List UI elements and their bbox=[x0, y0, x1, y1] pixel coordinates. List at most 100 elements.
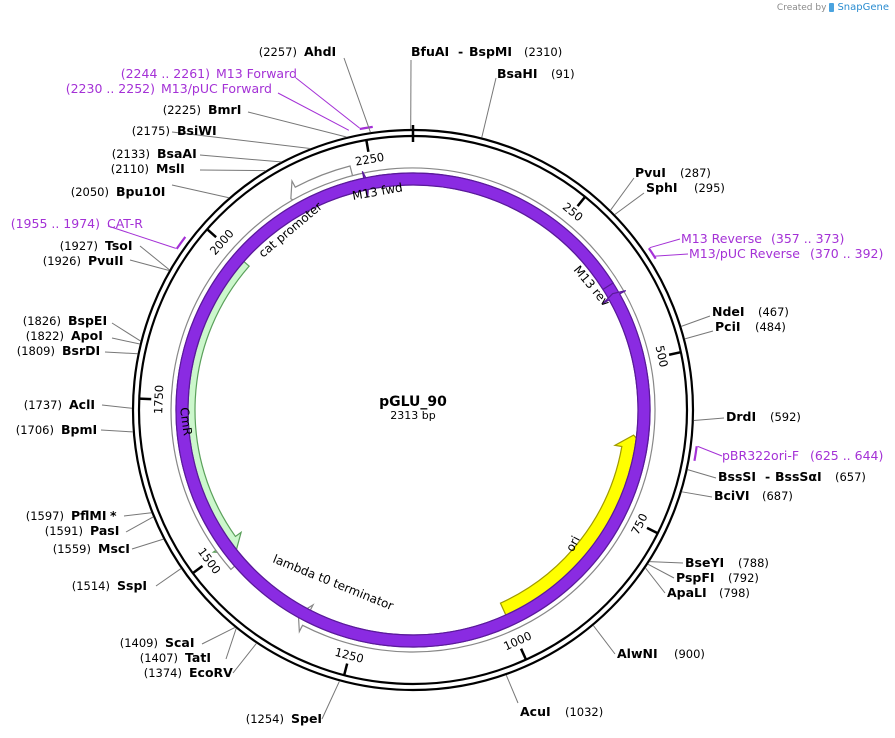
tick-label: 1250 bbox=[333, 645, 365, 666]
primer-label-m13-forward: (2244 .. 2261) M13 Forward bbox=[121, 66, 297, 81]
site-label-bpu10i: (2050) Bpu10I bbox=[71, 184, 166, 199]
svg-text:(2050): (2050) bbox=[71, 185, 109, 199]
svg-text:PspFI: PspFI bbox=[676, 570, 715, 585]
svg-text:BsrDI: BsrDI bbox=[62, 343, 100, 358]
primer-label-m13-puc-reverse: M13/pUC Reverse (370 .. 392) bbox=[689, 246, 883, 261]
leader-line bbox=[684, 330, 714, 340]
leader-line bbox=[232, 643, 257, 674]
svg-text:(2110): (2110) bbox=[111, 162, 149, 176]
svg-text:(788): (788) bbox=[738, 556, 769, 570]
brand-name: SnapGene bbox=[837, 2, 889, 13]
site-label-pspfi: PspFI (792) bbox=[676, 570, 759, 585]
tick-mark bbox=[646, 526, 659, 535]
site-label-spei: (1254) SpeI bbox=[246, 711, 322, 726]
svg-text:(1822): (1822) bbox=[26, 329, 64, 343]
site-label-sphi: SphI (295) bbox=[646, 180, 725, 195]
leader-line bbox=[104, 351, 138, 355]
svg-text:PvuI: PvuI bbox=[635, 165, 666, 180]
site-label-apali: ApaLI (798) bbox=[667, 585, 750, 600]
svg-text:(792): (792) bbox=[728, 571, 759, 585]
svg-text:NdeI: NdeI bbox=[712, 304, 745, 319]
primer-mark bbox=[359, 125, 373, 131]
tick-mark bbox=[192, 564, 204, 575]
svg-text:M13 Forward: M13 Forward bbox=[216, 66, 297, 81]
primer-mark bbox=[175, 236, 187, 250]
svg-text:SspI: SspI bbox=[117, 578, 147, 593]
svg-text:ApaLI: ApaLI bbox=[667, 585, 707, 600]
leader-line bbox=[592, 625, 616, 655]
site-label-bpmi: (1706) BpmI bbox=[16, 422, 97, 437]
svg-text:MscI: MscI bbox=[98, 541, 130, 556]
feature-label-cmr: CmR bbox=[177, 406, 195, 436]
svg-text:BssSI: BssSI bbox=[718, 469, 756, 484]
leader-line bbox=[277, 92, 350, 131]
primer-mark bbox=[693, 446, 698, 462]
tick-mark bbox=[206, 228, 217, 239]
feature-layer bbox=[170, 125, 698, 653]
site-label-sspi: (1514) SspI bbox=[72, 578, 147, 593]
leader-line bbox=[125, 516, 154, 533]
svg-text:M13/pUC Reverse: M13/pUC Reverse bbox=[689, 246, 800, 261]
leader-line bbox=[101, 404, 133, 409]
site-label-pvui: PvuI (287) bbox=[635, 165, 711, 180]
site-label-alwni: AlwNI (900) bbox=[617, 646, 705, 661]
leader-line bbox=[107, 225, 177, 249]
site-label-bmri: (2225) BmrI bbox=[163, 102, 242, 117]
svg-text:PvuII: PvuII bbox=[88, 253, 124, 268]
svg-text:(1597): (1597) bbox=[26, 509, 64, 523]
svg-text:PasI: PasI bbox=[90, 523, 119, 538]
svg-text:AlwNI: AlwNI bbox=[617, 646, 658, 661]
svg-text:M13 Reverse: M13 Reverse bbox=[681, 231, 762, 246]
leader-line bbox=[129, 259, 170, 271]
site-label-bspei: (1826) BspEI bbox=[23, 313, 107, 328]
svg-text:(1955 .. 1974): (1955 .. 1974) bbox=[11, 216, 100, 231]
svg-text:*: * bbox=[110, 508, 117, 523]
plasmid-length: 2313 bp bbox=[390, 409, 435, 422]
tick-mark bbox=[342, 663, 349, 676]
site-label-bcivi: BciVI (687) bbox=[714, 488, 793, 503]
leader-line bbox=[481, 77, 497, 138]
svg-text:(1591): (1591) bbox=[45, 524, 83, 538]
leader-lines bbox=[100, 57, 725, 720]
svg-text:SphI: SphI bbox=[646, 180, 678, 195]
leader-line bbox=[247, 111, 347, 138]
site-label-ahdi: (2257) AhdI bbox=[259, 44, 336, 59]
site-label-pflmi: (1597) PflMI * bbox=[26, 508, 117, 523]
feature-label-ori: ori bbox=[563, 534, 583, 554]
leader-line bbox=[225, 628, 237, 660]
svg-text:AcuI: AcuI bbox=[520, 704, 551, 719]
site-label-ecorv: (1374) EcoRV bbox=[144, 665, 233, 680]
site-label-bseyi: BseYI (788) bbox=[685, 555, 769, 570]
leader-line bbox=[321, 680, 340, 720]
tick-label: 500 bbox=[653, 344, 671, 368]
site-label-bsssi-bsssai: BssSI - BssSαI (657) bbox=[718, 469, 866, 484]
svg-text:(1927): (1927) bbox=[60, 239, 98, 253]
svg-text:(900): (900) bbox=[674, 647, 705, 661]
svg-text:(357 .. 373): (357 .. 373) bbox=[771, 231, 844, 246]
svg-text:(798): (798) bbox=[719, 586, 750, 600]
svg-text:(1374): (1374) bbox=[144, 666, 182, 680]
site-label-tati: (1407) TatI bbox=[140, 650, 211, 665]
svg-text:SpeI: SpeI bbox=[291, 711, 322, 726]
feature-arrow-m13-rev bbox=[175, 172, 651, 648]
svg-text:BfuAI: BfuAI bbox=[411, 44, 449, 59]
tick-mark bbox=[576, 196, 587, 207]
site-label-pcii: PciI (484) bbox=[715, 319, 786, 334]
svg-text:(2225): (2225) bbox=[163, 103, 201, 117]
svg-text:M13/pUC Forward: M13/pUC Forward bbox=[161, 81, 272, 96]
svg-text:TsoI: TsoI bbox=[105, 238, 133, 253]
snapgene-logo-icon bbox=[829, 3, 835, 12]
tick-mark bbox=[365, 139, 370, 153]
snapgene-brand: Created by SnapGene bbox=[777, 2, 889, 13]
site-label-bsahi: BsaHI (91) bbox=[497, 66, 575, 81]
svg-text:(625 .. 644): (625 .. 644) bbox=[810, 448, 883, 463]
site-label-msci: (1559) MscI bbox=[53, 541, 130, 556]
svg-text:DrdI: DrdI bbox=[726, 409, 756, 424]
svg-text:(1032): (1032) bbox=[565, 705, 603, 719]
svg-text:BmrI: BmrI bbox=[208, 102, 241, 117]
svg-text:BsiWI: BsiWI bbox=[177, 123, 217, 138]
site-label-bsiwi: (2175) BsiWI bbox=[132, 123, 217, 138]
leader-line bbox=[681, 315, 711, 327]
svg-text:-: - bbox=[458, 44, 463, 59]
plasmid-name: pGLU_90 bbox=[379, 394, 447, 410]
